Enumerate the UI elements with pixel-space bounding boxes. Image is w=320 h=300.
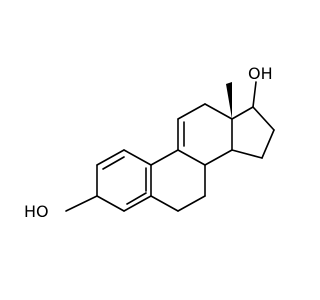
bond-inner bbox=[126, 192, 147, 205]
bond bbox=[96, 149, 125, 166]
bond bbox=[177, 195, 206, 212]
bond bbox=[252, 106, 275, 131]
bond bbox=[231, 149, 263, 159]
bond bbox=[231, 106, 254, 120]
bond bbox=[96, 195, 125, 212]
bond bbox=[123, 149, 152, 166]
bond-inner bbox=[102, 156, 125, 170]
ring-c bbox=[177, 103, 233, 166]
bond bbox=[177, 149, 206, 166]
bond bbox=[204, 149, 233, 166]
bond bbox=[204, 103, 233, 120]
methyl-wedge-bond bbox=[226, 82, 232, 119]
ring-d bbox=[231, 106, 275, 159]
bond bbox=[252, 81, 257, 108]
ring-a-aromatic bbox=[96, 149, 152, 212]
bond bbox=[150, 195, 179, 212]
bond bbox=[65, 195, 98, 212]
bond bbox=[261, 129, 275, 159]
ring-b bbox=[150, 149, 206, 212]
hydroxyl-right-label: OH bbox=[248, 64, 273, 83]
bond bbox=[177, 103, 206, 120]
molecule-drawing: HO OH bbox=[24, 64, 275, 221]
bond bbox=[150, 149, 179, 166]
structure-canvas: HO OH bbox=[24, 64, 275, 221]
hydroxyl-left-label: HO bbox=[24, 202, 49, 221]
bond bbox=[123, 195, 152, 212]
